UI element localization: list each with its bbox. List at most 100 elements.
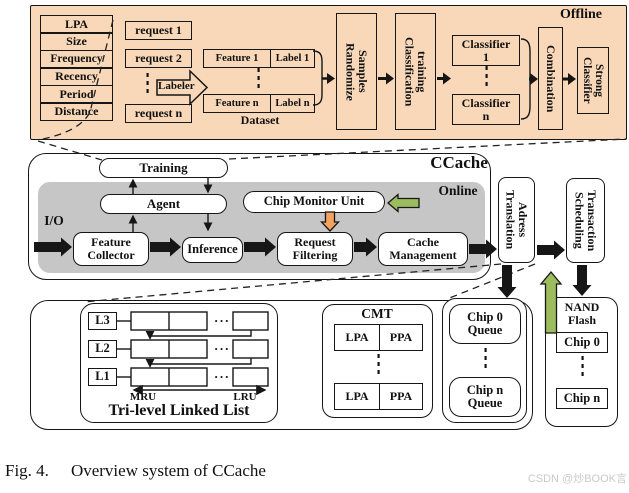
classifier-1-word: Classifier — [461, 36, 511, 51]
request-filtering-text: Request Filtering — [293, 236, 338, 261]
cache-management-box: Cache Management — [378, 232, 468, 266]
filtering-word: Filtering — [292, 248, 338, 262]
cmt-lpa-1: LPA — [345, 330, 369, 345]
flash-word: Flash — [567, 312, 596, 327]
chip-monitor-unit-label: Chip Monitor Unit — [263, 194, 365, 209]
request-n-box: request n — [125, 104, 192, 123]
request-2-box: request 2 — [125, 49, 192, 68]
classifier-1-text: Classifier 1 — [462, 38, 511, 63]
cmt-title: CMT — [361, 306, 393, 321]
feature-row-period: Period — [40, 85, 113, 103]
adress-line: Adress — [516, 202, 531, 238]
classifier-n-box: Classifier n — [452, 94, 520, 125]
transaction-line: Transaction — [585, 189, 600, 252]
transaction-scheduling-box: Transaction Scheduling — [566, 178, 605, 263]
feature-row-label: LPA — [64, 16, 89, 31]
arrow-translation-down — [497, 265, 517, 298]
classifier-n-text: Classifier n — [462, 97, 511, 122]
dataset-feature-n-cell: Feature n — [204, 95, 271, 112]
offline-label: Offline — [560, 7, 602, 22]
translation-line: Translation — [503, 190, 518, 250]
nand-word: NAND — [564, 300, 600, 314]
chip-0-queue-text: Chip 0 Queue — [467, 309, 503, 338]
request-word: Request — [294, 235, 336, 250]
cache-word: Cache — [406, 235, 439, 250]
dataset-label-1: Label 1 — [275, 52, 310, 64]
arrow-scheduling-down — [572, 265, 592, 296]
cmt-box — [322, 304, 433, 418]
requests-ellipsis: ⋮ — [140, 71, 155, 97]
dataset-label-n-cell: Label n — [271, 98, 314, 109]
feature-row-recency: Recency — [40, 67, 113, 86]
classifier-1-index: 1 — [483, 49, 489, 64]
randomize-line: Randomize — [343, 42, 358, 101]
dataset-ellipsis: ⋮ — [251, 66, 266, 92]
queue-word: Queue — [467, 323, 503, 337]
dataset-label-1-cell: Label 1 — [271, 53, 314, 64]
io-label: I/O — [44, 213, 64, 228]
request-1-label: request 1 — [135, 23, 182, 38]
cmt-lpa-1-cell: LPA — [335, 325, 380, 350]
nand-chip-n-label: Chip n — [563, 390, 601, 405]
strong-line: Strong — [593, 63, 606, 97]
dataset-feature-1-cell: Feature 1 — [204, 50, 271, 67]
feature-row-label: Frequency — [50, 52, 103, 65]
request-1-box: request 1 — [125, 21, 192, 40]
feature-word: Feature — [91, 235, 131, 250]
training-label: Training — [139, 160, 188, 176]
management-word: Management — [389, 248, 457, 262]
feature-row-size: Size — [40, 32, 113, 51]
chip-0-queue-box: Chip 0 Queue — [449, 304, 521, 344]
inference-box: Inference — [182, 237, 243, 263]
dataset-row-1: Feature 1 Label 1 — [203, 49, 315, 68]
inference-label: Inference — [187, 242, 238, 257]
cmt-ellipsis: ⋮ — [371, 352, 386, 378]
dataset-feature-n: Feature n — [215, 97, 259, 109]
feature-row-label: Size — [66, 34, 87, 49]
adress-translation-box: Adress Translation — [498, 177, 535, 263]
labeler-label: Labeler — [158, 80, 195, 92]
level-l1-label: L1 — [95, 369, 110, 384]
request-2-label: request 2 — [135, 51, 182, 66]
feature-row-lpa: LPA — [40, 15, 113, 33]
chip-0-word: Chip 0 — [467, 309, 503, 324]
chip-n-word: Chip n — [466, 382, 504, 397]
queue-word: Queue — [467, 396, 503, 410]
figure-number: Fig. 4. — [5, 461, 49, 480]
cmt-ppa-2-cell: PPA — [380, 390, 422, 403]
dataset-feature-1: Feature 1 — [215, 52, 259, 64]
agent-label: Agent — [146, 196, 181, 212]
feature-collector-box: Feature Collector — [73, 232, 149, 266]
collector-word: Collector — [87, 248, 135, 262]
classification-training-box: Classification training — [395, 13, 436, 130]
chip-monitor-unit-box: Chip Monitor Unit — [243, 191, 385, 213]
cmt-lpa-2: LPA — [345, 389, 369, 404]
transaction-scheduling-text: Transaction Scheduling — [573, 189, 600, 252]
adress-translation-text: Adress Translation — [503, 190, 531, 250]
agent-box: Agent — [100, 194, 227, 214]
dataset-label-n: Label n — [275, 97, 310, 109]
linked-list-title: Tri-level Linked List — [108, 402, 250, 419]
feature-row-frequency: Frequency — [40, 50, 113, 68]
classifier-line: Classifier — [581, 57, 593, 104]
classification-line: Classification — [402, 36, 417, 107]
samples-line: Samples — [356, 50, 371, 93]
ccache-title: CCache — [430, 153, 488, 172]
cmt-row-1: LPA PPA — [334, 324, 423, 351]
lru-label: LRU — [233, 391, 257, 403]
figure-caption: Fig. 4. Overview system of CCache — [5, 461, 266, 481]
chip-n-queue-box: Chip n Queue — [449, 377, 521, 417]
cmt-row-2: LPA PPA — [334, 383, 423, 410]
level-l3-label: L3 — [95, 313, 110, 328]
row-dots-l2: ··· — [213, 341, 230, 356]
mru-label: MRU — [129, 391, 157, 403]
combination-box: Combination — [538, 27, 563, 130]
cmt-ppa-1-cell: PPA — [380, 331, 422, 344]
nand-flash-title: NAND Flash — [551, 301, 613, 326]
classifier-n-word: Classifier — [461, 95, 511, 110]
dataset-label: Dataset — [240, 113, 280, 127]
figure-title: Overview system of CCache — [70, 461, 266, 480]
classifier-1-box: Classifier 1 — [452, 35, 520, 66]
feature-row-label: Distance — [54, 104, 99, 119]
dataset-row-n: Feature n Label n — [203, 94, 315, 113]
